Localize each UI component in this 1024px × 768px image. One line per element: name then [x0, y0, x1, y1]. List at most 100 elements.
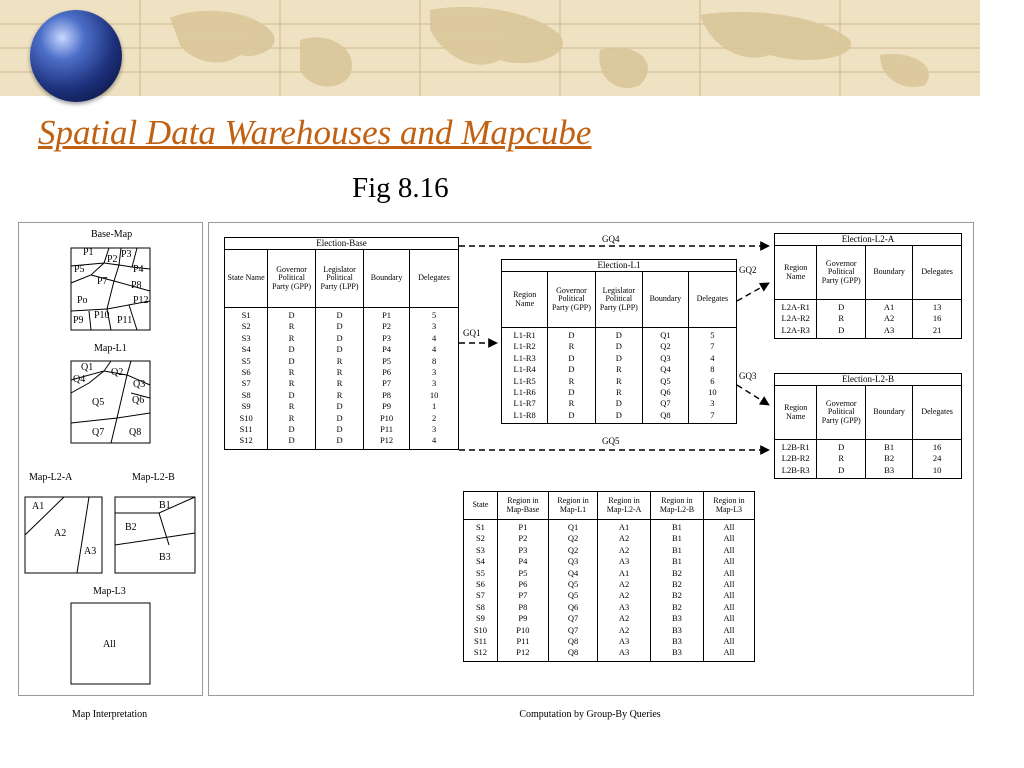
- table-cell: L2A-R3: [781, 324, 810, 335]
- world-map-banner: [0, 0, 980, 96]
- table-cell: D: [568, 330, 575, 340]
- table-cell: R: [568, 375, 575, 386]
- table-cell: 10: [932, 464, 942, 475]
- election-l1-table: Election-L1 Region Name Governor Politic…: [500, 259, 738, 425]
- column-header: Region in Map-L3: [702, 491, 756, 520]
- table-cell: S5: [241, 355, 251, 366]
- table-cell: Q8: [660, 409, 671, 420]
- table-cell: Q4: [567, 567, 579, 578]
- table-cell: D: [838, 442, 845, 452]
- table-cell: A3: [618, 647, 630, 658]
- table-cell: R: [568, 341, 575, 352]
- column-header: Governor Political Party (GPP): [267, 249, 317, 308]
- map-interpretation-panel: Base-Map P1 P2 P3 P4 P5 P7 P8 Po P12 P9 …: [18, 222, 203, 696]
- table-cell: D: [336, 423, 343, 434]
- map-label: Q3: [133, 379, 146, 390]
- table-cell: L1-R6: [513, 386, 536, 397]
- table-cell: Q6: [567, 601, 579, 612]
- table-cell: P6: [382, 366, 392, 377]
- table-cell: A2: [618, 624, 630, 635]
- table-cell: S12: [473, 647, 488, 658]
- gq4-label: GQ4: [602, 234, 620, 244]
- table-cell: P10: [516, 624, 530, 635]
- election-l2b-table: Election-L2-B Region Name Governor Polit…: [773, 373, 962, 480]
- table-cell: D: [568, 409, 575, 420]
- column-header: Region in Map-L2-B: [650, 491, 704, 520]
- table-cell: L2B-R1: [781, 442, 810, 452]
- table-cell: Q7: [660, 398, 671, 409]
- table-cell: 13: [932, 302, 942, 312]
- column-header: State: [463, 491, 498, 520]
- table-cell: P9: [518, 613, 528, 624]
- table-cell: Q2: [567, 544, 579, 555]
- table-cell: P6: [518, 578, 528, 589]
- map-label: A3: [84, 546, 97, 557]
- table-cell: 21: [932, 324, 942, 335]
- table-cell: L2B-R3: [781, 464, 810, 475]
- table-cell: L1-R4: [513, 364, 536, 375]
- table-cell: All: [723, 647, 735, 658]
- table-cell: S8: [475, 601, 485, 612]
- gq3-arrow: [736, 384, 770, 406]
- table-cell: A3: [618, 601, 630, 612]
- table-cell: D: [336, 401, 343, 412]
- table-cell: D: [568, 364, 575, 375]
- table-cell: P12: [379, 435, 394, 446]
- table-cell: 16: [932, 442, 942, 452]
- table-cell: 3: [431, 366, 437, 377]
- table-cell: S4: [241, 344, 251, 355]
- gq1-label: GQ1: [463, 328, 481, 338]
- table-cell: P4: [382, 344, 392, 355]
- table-cell: All: [723, 522, 735, 532]
- gq2-arrow: [736, 282, 770, 302]
- column-header: Legislator Political Party (LPP): [594, 271, 644, 328]
- table-cell: R: [336, 378, 343, 389]
- table-title: Election-L2-B: [774, 373, 962, 386]
- table-cell: S10: [473, 624, 488, 635]
- table-cell: R: [838, 453, 845, 464]
- table-cell: R: [838, 313, 845, 324]
- table-cell: A2: [618, 590, 630, 601]
- table-cell: P1: [382, 310, 392, 320]
- table-cell: S6: [475, 578, 485, 589]
- table-cell: 6: [710, 375, 715, 386]
- query-arrows: [459, 241, 770, 455]
- map-label: P4: [133, 264, 144, 275]
- column-header: Delegates: [912, 245, 962, 300]
- table-cell: R: [568, 398, 575, 409]
- table-cell: D: [838, 302, 845, 312]
- map-l2b-title: Map-L2-B: [132, 472, 175, 483]
- table-cell: 7: [710, 341, 715, 352]
- table-cell: P7: [382, 378, 392, 389]
- table-cell: D: [288, 344, 295, 355]
- table-cell: D: [336, 344, 343, 355]
- table-cell: L1-R8: [513, 409, 536, 420]
- table-cell: A1: [618, 522, 630, 532]
- table-cell: Q6: [660, 386, 671, 397]
- gq3-label: GQ3: [739, 371, 757, 381]
- map-label: Q2: [111, 367, 124, 378]
- table-cell: L1-R3: [513, 352, 536, 363]
- table-cell: D: [838, 464, 845, 475]
- map-label: P5: [74, 264, 85, 275]
- table-cell: B1: [672, 556, 682, 567]
- table-cell: P8: [518, 601, 528, 612]
- table-cell: P5: [382, 355, 392, 366]
- table-cell: All: [723, 533, 735, 544]
- table-cell: R: [288, 378, 295, 389]
- column-header: Governor Political Party (GPP): [547, 271, 596, 328]
- table-cell: S7: [475, 590, 485, 601]
- table-cell: D: [615, 409, 622, 420]
- table-cell: P2: [382, 321, 392, 332]
- table-cell: Q3: [660, 352, 671, 363]
- table-cell: 3: [431, 378, 437, 389]
- table-cell: Q5: [567, 578, 579, 589]
- table-cell: 5: [710, 330, 715, 340]
- table-cell: B2: [884, 453, 895, 464]
- table-cell: B2: [672, 578, 682, 589]
